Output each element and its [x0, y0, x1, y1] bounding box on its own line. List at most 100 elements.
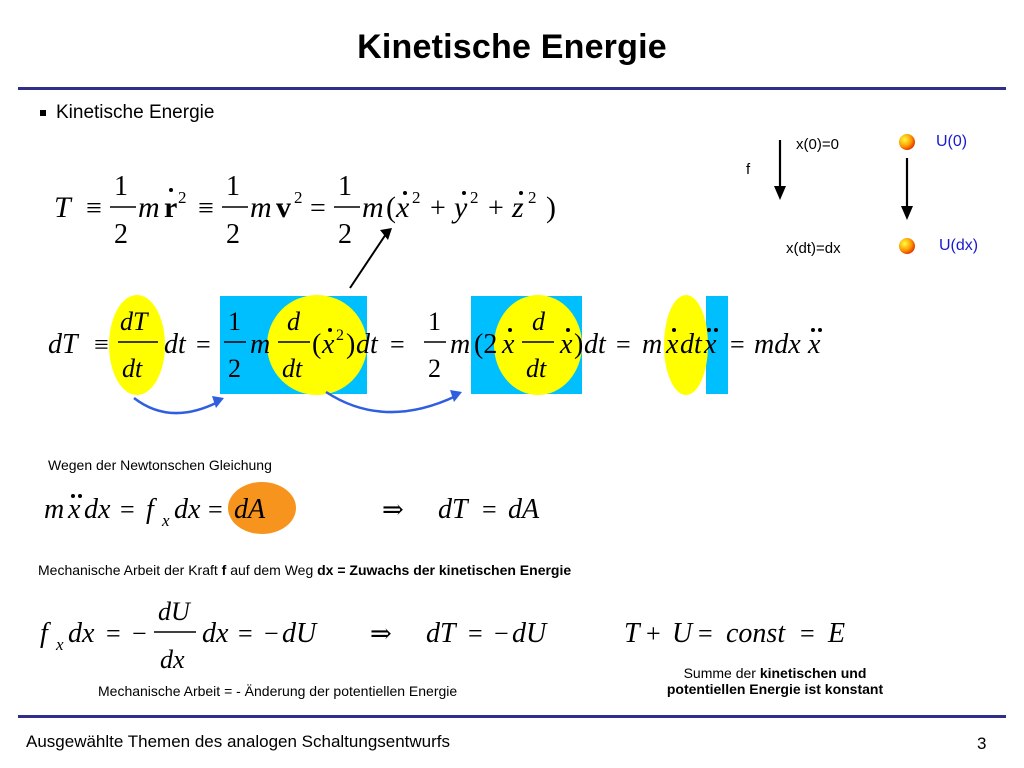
svg-text:(2: (2 [474, 329, 497, 360]
svg-text:dT: dT [426, 618, 458, 649]
sum-note: Summe der kinetischen und potentiellen E… [620, 665, 930, 697]
sum-note-prefix: Summe der [683, 665, 760, 681]
bullet-item: Kinetische Energie [40, 102, 214, 124]
svg-text:x: x [321, 329, 335, 360]
svg-text:2: 2 [226, 219, 240, 250]
svg-text:dx: dx [84, 494, 111, 525]
svg-text:m: m [362, 191, 384, 224]
svg-text:2: 2 [178, 188, 187, 207]
svg-text:m: m [250, 329, 270, 360]
svg-text:1: 1 [428, 307, 441, 336]
svg-text:≡: ≡ [198, 193, 214, 224]
svg-text:=: = [616, 330, 631, 359]
svg-text:mdx: mdx [754, 329, 801, 360]
svg-text:m: m [642, 329, 662, 360]
xdt-label: x(dt)=dx [786, 240, 841, 257]
svg-text:=: = [482, 495, 497, 524]
page-number: 3 [977, 734, 987, 753]
svg-text:=: = [310, 193, 326, 224]
slide-title: Kinetische Energie [357, 28, 667, 66]
svg-text:2: 2 [428, 354, 441, 383]
work-note-mid: auf dem Weg [226, 562, 318, 578]
svg-text:dx: dx [174, 494, 201, 525]
bullet-square-icon [40, 110, 46, 116]
svg-text:=: = [800, 619, 815, 648]
svg-text:m: m [44, 494, 64, 525]
svg-text:dT: dT [120, 307, 149, 336]
yellow-highlight-1 [109, 295, 165, 395]
svg-text:−: − [264, 619, 279, 648]
bullet-text: Kinetische Energie [56, 102, 215, 123]
svg-text:x: x [395, 191, 410, 224]
svg-text:=: = [468, 619, 483, 648]
yellow-highlight-3 [494, 295, 582, 395]
svg-text:+: + [646, 619, 661, 648]
svg-text:−: − [132, 619, 147, 648]
svg-text:dx: dx [202, 618, 229, 649]
svg-text:dt: dt [356, 329, 379, 360]
svg-text:−: − [494, 619, 509, 648]
u0-label: U(0) [936, 133, 968, 150]
svg-text:dT: dT [438, 494, 470, 525]
equation-kinetic-derivative: dT ≡ dT dt dt = 1 2 m d dt ( x 2 ) dt = … [48, 295, 822, 395]
potential-note: Mechanische Arbeit = - Änderung der pote… [98, 683, 458, 699]
svg-text:dt: dt [526, 354, 547, 383]
cyan-highlight-3 [706, 296, 728, 394]
svg-text:r: r [164, 191, 177, 224]
udx-label: U(dx) [939, 237, 979, 254]
yellow-highlight-4 [664, 295, 708, 395]
svg-text:x: x [559, 329, 573, 360]
svg-text:2: 2 [470, 188, 479, 207]
sum-note-bold1: kinetischen und [759, 665, 867, 681]
svg-text:dx: dx [68, 618, 95, 649]
svg-text:2: 2 [338, 219, 352, 250]
svg-text:dT: dT [48, 329, 80, 360]
svg-text:1: 1 [338, 171, 352, 202]
svg-text:2: 2 [412, 188, 421, 207]
svg-text:x: x [807, 329, 821, 360]
svg-text:f: f [146, 494, 157, 525]
svg-text:≡: ≡ [94, 330, 109, 359]
svg-text:x: x [55, 635, 64, 654]
svg-text:dU: dU [512, 618, 548, 649]
svg-text:dt: dt [282, 354, 303, 383]
svg-text:U: U [672, 618, 694, 649]
x0-label: x(0)=0 [796, 136, 839, 153]
svg-text:x: x [67, 494, 81, 525]
svg-text:f: f [40, 618, 51, 649]
work-note: Mechanische Arbeit der Kraft f auf dem W… [38, 562, 571, 578]
svg-text:(: ( [386, 191, 396, 224]
svg-text:dA: dA [508, 494, 540, 525]
svg-text:m: m [138, 191, 160, 224]
svg-text:2: 2 [528, 188, 537, 207]
svg-text:dx: dx [160, 645, 185, 674]
svg-text:d: d [532, 307, 546, 336]
work-note-force: f [221, 562, 227, 578]
equation-potential: f x dx = − dU dx dx = − dU ⇒ dT = − dU T… [40, 597, 845, 674]
svg-text:dt: dt [584, 329, 607, 360]
work-note-prefix: Mechanische Arbeit der Kraft [38, 562, 222, 578]
svg-text:2: 2 [294, 188, 303, 207]
newton-note: Wegen der Newtonschen Gleichung [48, 457, 272, 473]
svg-text:≡: ≡ [86, 193, 102, 224]
svg-text:dU: dU [282, 618, 318, 649]
equation-kinetic-definition: T ≡ 1 2 m r 2 ≡ 1 2 m v 2 = 1 2 m ( x 2 … [54, 171, 556, 250]
svg-text:dA: dA [234, 494, 266, 525]
svg-text:y: y [451, 191, 468, 224]
svg-text:dt: dt [122, 354, 143, 383]
svg-text:E: E [827, 618, 845, 649]
svg-text:=: = [390, 330, 405, 359]
svg-text:=: = [120, 495, 135, 524]
blue-curved-arrows [133, 390, 462, 415]
title-rule [18, 87, 1006, 90]
svg-text:x: x [501, 329, 515, 360]
svg-text:z: z [511, 191, 524, 224]
curved-arrow-icon-1 [133, 396, 224, 415]
svg-text:dt: dt [680, 329, 703, 360]
svg-text:1: 1 [226, 171, 240, 202]
svg-text:+: + [488, 193, 504, 224]
svg-text:m: m [450, 329, 470, 360]
svg-text:x: x [703, 329, 717, 360]
svg-text:T: T [54, 191, 73, 224]
curved-arrow-icon-2 [325, 390, 462, 414]
